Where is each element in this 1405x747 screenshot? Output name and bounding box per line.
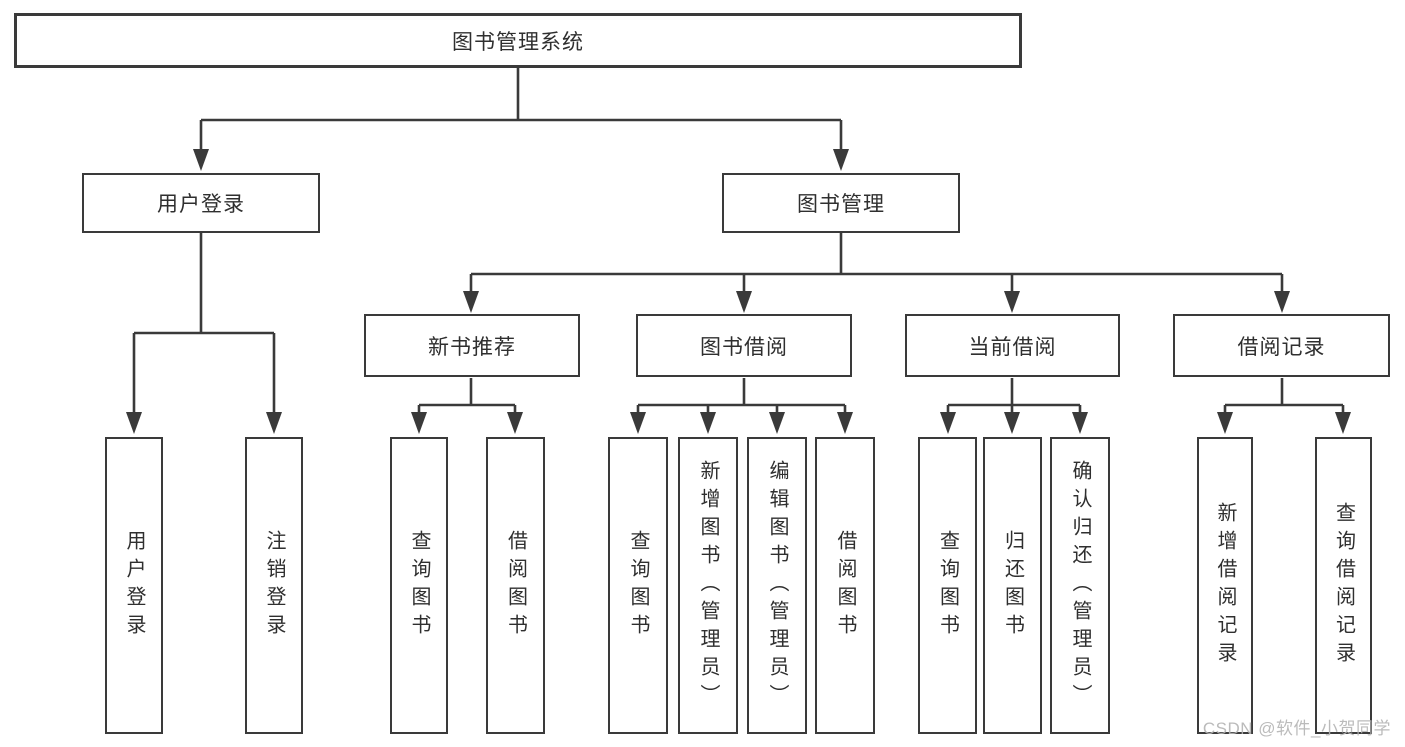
node-leaf-confirm-return-admin-label: 确认归还（管理员） (1069, 459, 1091, 712)
node-leaf-add-borrow-record: 新增借阅记录 (1197, 437, 1253, 734)
node-leaf-borrow-books: 借阅图书 (815, 437, 875, 734)
node-leaf-edit-books-admin-label: 编辑图书（管理员） (766, 459, 788, 712)
node-leaf-confirm-return-admin: 确认归还（管理员） (1050, 437, 1110, 734)
node-leaf-return-books-label: 归还图书 (1001, 529, 1024, 642)
node-new-book-recommendation-label: 新书推荐 (428, 335, 516, 359)
node-new-book-recommendation: 新书推荐 (364, 314, 580, 377)
node-leaf-add-books-admin-label: 新增图书（管理员） (697, 459, 719, 712)
node-leaf-user-login-label: 用户登录 (123, 529, 145, 642)
node-library-system-label: 图书管理系统 (452, 30, 584, 54)
node-library-system: 图书管理系统 (14, 13, 1022, 68)
node-leaf-query-books-borrow-label: 查询图书 (627, 529, 649, 642)
node-leaf-query-books-current: 查询图书 (918, 437, 977, 734)
node-user-login-branch: 用户登录 (82, 173, 320, 233)
node-borrowing-records: 借阅记录 (1173, 314, 1390, 377)
node-book-borrowing: 图书借阅 (636, 314, 852, 377)
node-leaf-borrow-books-label: 借阅图书 (834, 529, 856, 642)
node-leaf-edit-books-admin: 编辑图书（管理员） (747, 437, 807, 734)
node-leaf-borrow-books-recommend-label: 借阅图书 (504, 529, 527, 642)
node-leaf-return-books: 归还图书 (983, 437, 1042, 734)
node-leaf-query-borrow-record-label: 查询借阅记录 (1332, 501, 1355, 670)
node-book-management-label: 图书管理 (797, 193, 885, 216)
node-leaf-query-books-recommend: 查询图书 (390, 437, 448, 734)
node-book-borrowing-label: 图书借阅 (700, 335, 788, 359)
node-leaf-add-books-admin: 新增图书（管理员） (678, 437, 738, 734)
node-user-login-branch-label: 用户登录 (157, 193, 245, 216)
node-book-management: 图书管理 (722, 173, 960, 233)
node-leaf-borrow-books-recommend: 借阅图书 (486, 437, 545, 734)
node-leaf-query-books-current-label: 查询图书 (936, 529, 959, 642)
node-leaf-query-borrow-record: 查询借阅记录 (1315, 437, 1372, 734)
node-current-borrowing-label: 当前借阅 (968, 335, 1057, 359)
node-borrowing-records-label: 借阅记录 (1237, 335, 1326, 359)
node-leaf-user-login: 用户登录 (105, 437, 163, 734)
node-leaf-add-borrow-record-label: 新增借阅记录 (1214, 501, 1236, 670)
node-leaf-query-books-recommend-label: 查询图书 (408, 529, 430, 642)
node-leaf-logout: 注销登录 (245, 437, 303, 734)
node-leaf-query-books-borrow: 查询图书 (608, 437, 668, 734)
node-leaf-logout-label: 注销登录 (263, 529, 285, 642)
node-current-borrowing: 当前借阅 (905, 314, 1120, 377)
